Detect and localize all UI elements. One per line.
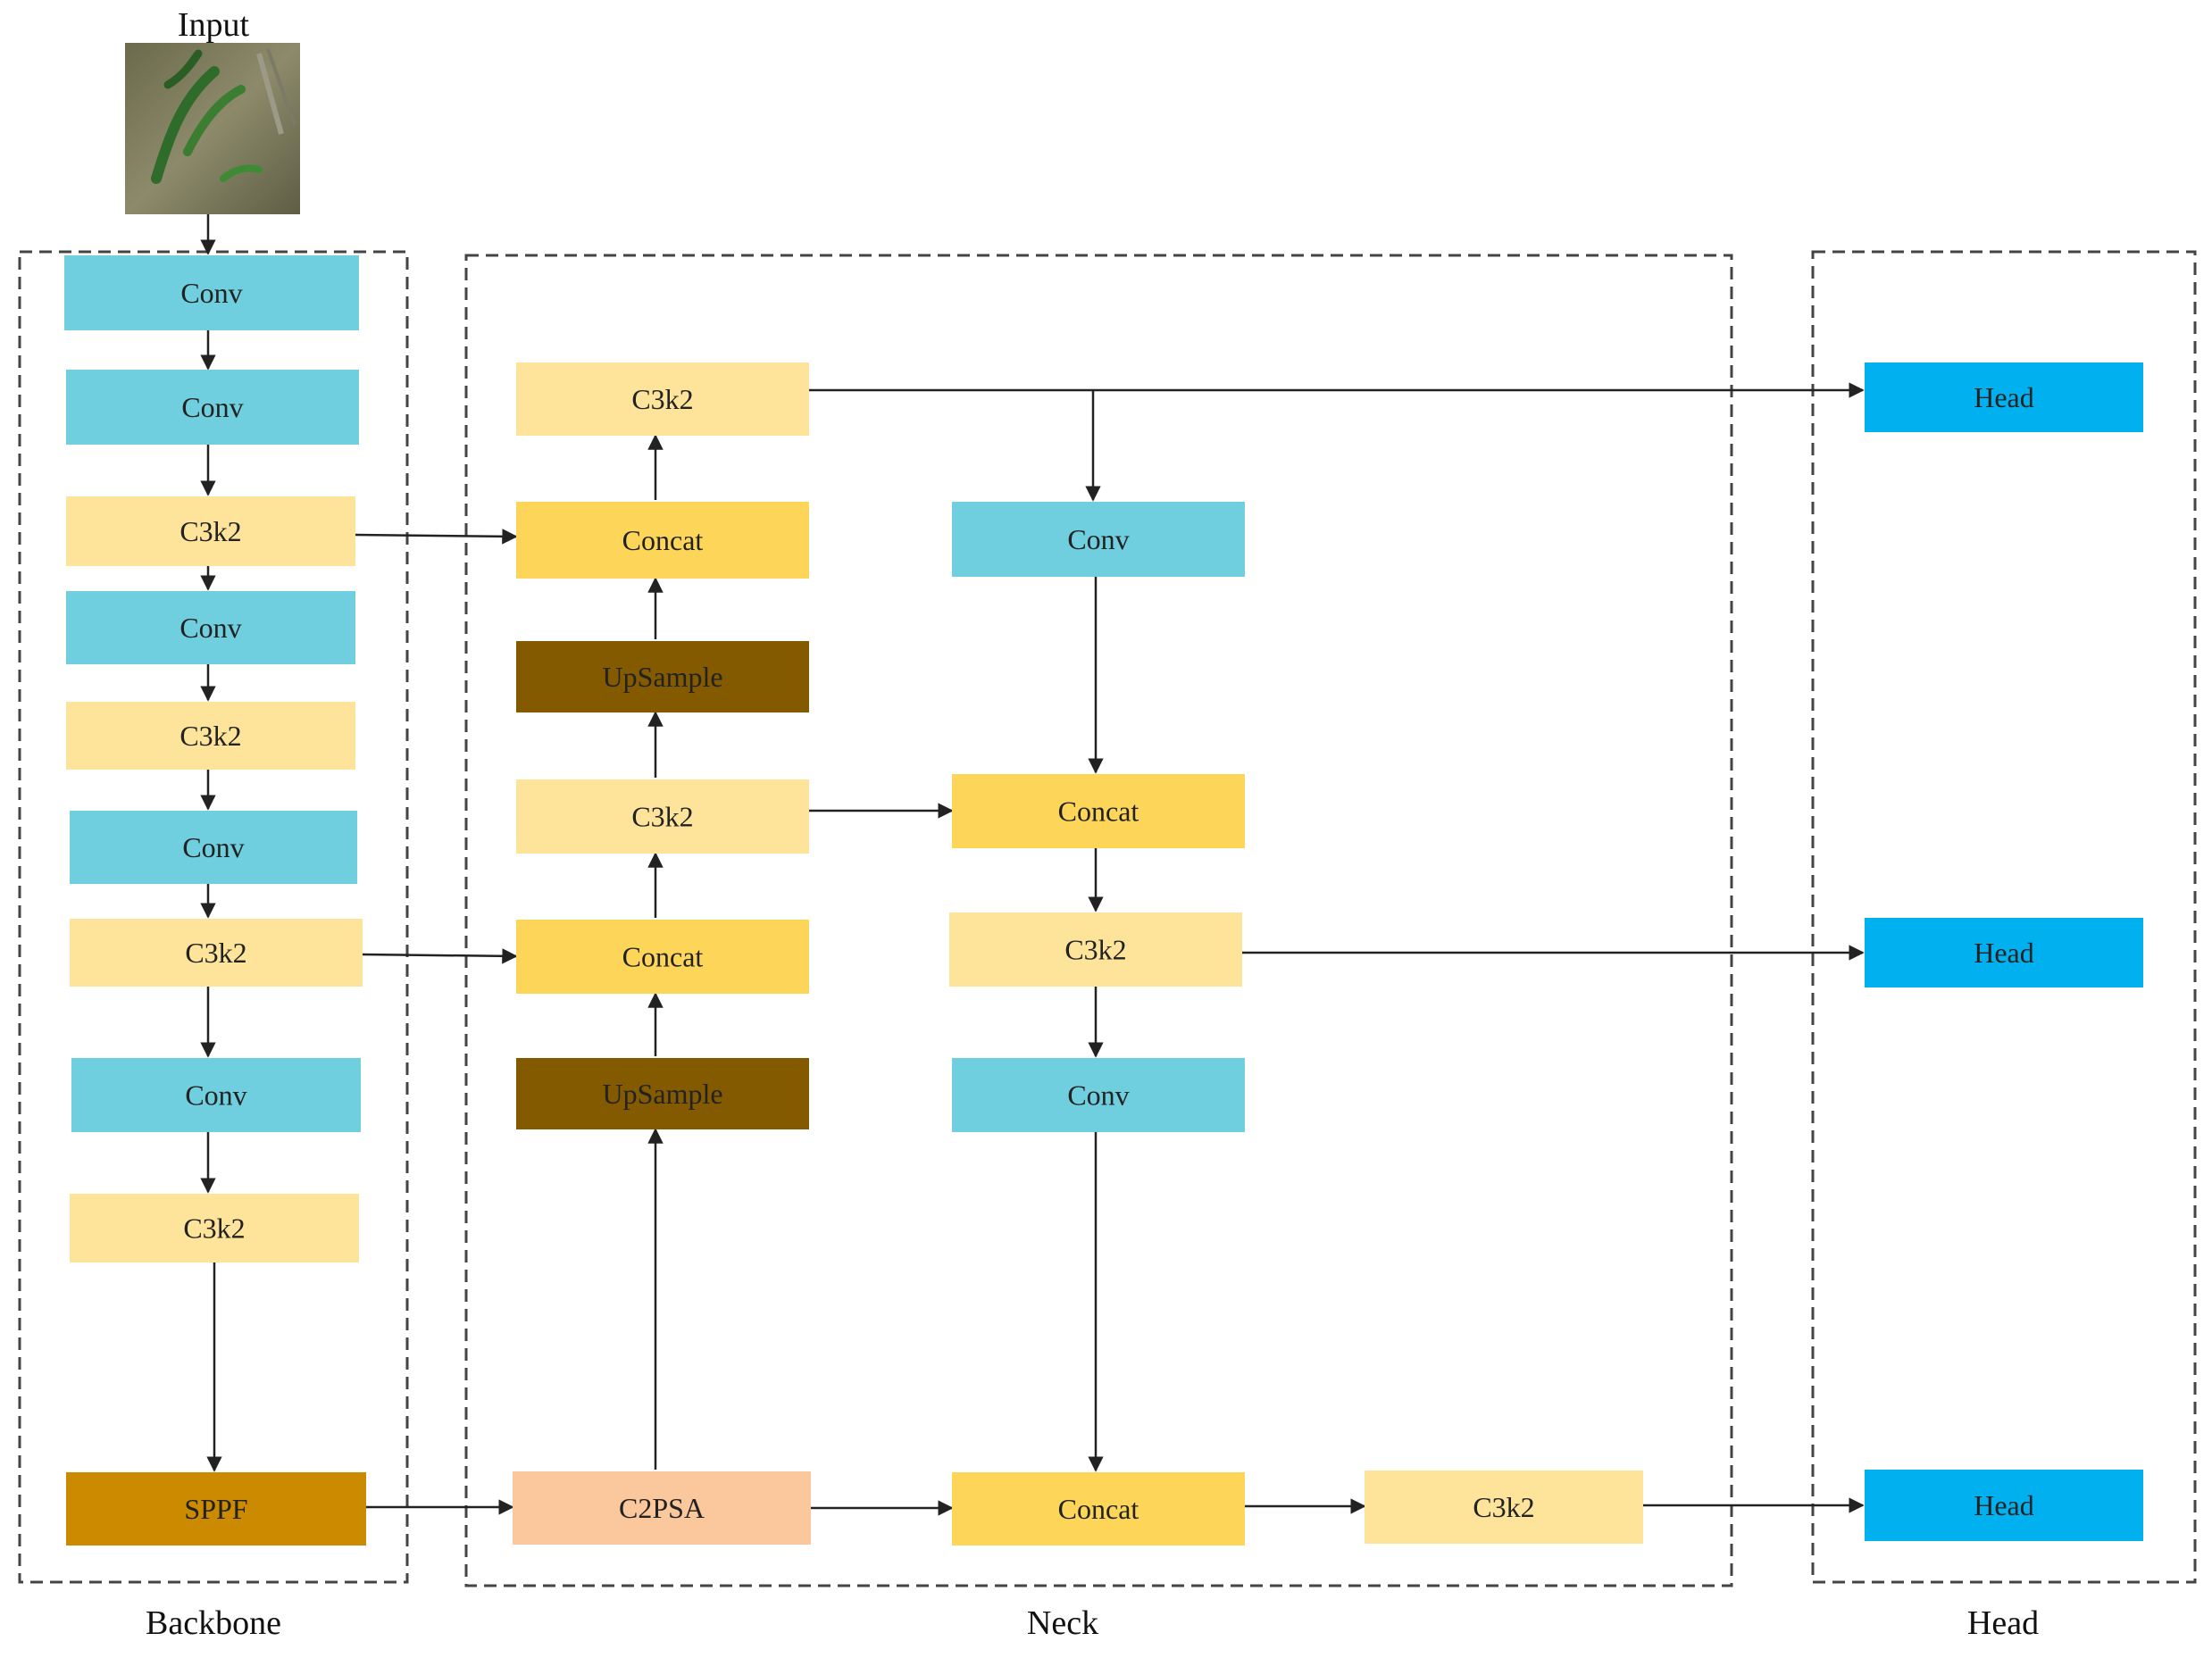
node-label: Conv — [185, 1079, 246, 1112]
node-n-upsample1: UpSample — [516, 641, 809, 712]
node-box — [949, 912, 1242, 987]
node-b-conv3: Conv — [66, 591, 355, 664]
node-box — [1865, 1470, 2143, 1541]
node-h3: Head — [1865, 1470, 2143, 1541]
node-box — [516, 641, 809, 712]
node-label: Conv — [182, 831, 244, 863]
node-box — [513, 1471, 811, 1545]
node-box — [70, 811, 357, 884]
backbone-label: Backbone — [146, 1604, 281, 1642]
node-box — [1365, 1471, 1643, 1544]
node-n-c3k2-top: C3k2 — [516, 362, 809, 436]
node-n-c3k2-mid: C3k2 — [516, 779, 809, 854]
node-box — [952, 1472, 1245, 1546]
node-label: C3k2 — [1473, 1491, 1534, 1523]
node-n-c3k2-r: C3k2 — [949, 912, 1242, 987]
node-box — [516, 502, 809, 579]
node-box — [952, 502, 1245, 577]
node-n-c2psa: C2PSA — [513, 1471, 811, 1545]
node-b-conv1: Conv — [64, 255, 359, 330]
node-label: SPPF — [184, 1493, 247, 1525]
neck-section — [464, 254, 1733, 1587]
node-label: C3k2 — [185, 937, 246, 969]
edge-b-c3k2-1-to-concat1 — [355, 529, 518, 545]
connectors — [200, 214, 1865, 1516]
node-n-concat2: Concat — [516, 920, 809, 994]
node-label: C3k2 — [183, 1212, 245, 1245]
node-label: Head — [1974, 381, 2034, 413]
node-box — [64, 255, 359, 330]
node-label: Concat — [622, 524, 704, 556]
node-box — [70, 919, 363, 987]
node-label: UpSample — [602, 1078, 722, 1110]
node-label: Conv — [179, 612, 241, 644]
node-box — [66, 370, 359, 445]
node-box — [71, 1058, 361, 1132]
node-box — [66, 702, 355, 770]
node-label: Conv — [181, 391, 243, 423]
neck-label: Neck — [1027, 1604, 1098, 1642]
node-b-c3k2-4: C3k2 — [70, 1194, 359, 1262]
node-label: Conv — [1067, 523, 1129, 555]
node-box — [1865, 918, 2143, 987]
input-label: Input — [178, 6, 250, 44]
node-box — [516, 920, 809, 994]
node-box — [952, 1058, 1245, 1132]
node-h1: Head — [1865, 362, 2143, 432]
edge-b-c3k2-3-to-concat2 — [362, 948, 518, 964]
node-n-c3k2-bottom: C3k2 — [1365, 1471, 1643, 1544]
node-n-conv-a: Conv — [952, 502, 1245, 577]
node-box — [516, 362, 809, 436]
node-label: C3k2 — [179, 515, 241, 547]
node-b-c3k2-2: C3k2 — [66, 702, 355, 770]
node-b-conv4: Conv — [70, 811, 357, 884]
node-label: C2PSA — [619, 1492, 705, 1524]
node-box — [952, 774, 1245, 848]
node-box — [516, 779, 809, 854]
node-b-sppf: SPPF — [66, 1472, 366, 1546]
backbone-section — [18, 250, 409, 1584]
node-n-concat3: Concat — [952, 774, 1245, 848]
node-box — [66, 496, 355, 566]
node-label: Head — [1974, 1489, 2034, 1521]
node-box — [516, 1058, 809, 1129]
node-b-conv5: Conv — [71, 1058, 361, 1132]
node-b-c3k2-1: C3k2 — [66, 496, 355, 566]
node-box — [1865, 362, 2143, 432]
node-box — [66, 1472, 366, 1546]
node-label: Conv — [1067, 1079, 1129, 1112]
input-image — [125, 43, 300, 214]
node-n-concat4: Concat — [952, 1472, 1245, 1546]
node-h2: Head — [1865, 918, 2143, 987]
node-label: Conv — [180, 277, 242, 309]
node-n-upsample2: UpSample — [516, 1058, 809, 1129]
node-box — [66, 591, 355, 664]
node-n-concat1: Concat — [516, 502, 809, 579]
node-n-conv-b: Conv — [952, 1058, 1245, 1132]
node-label: C3k2 — [179, 720, 241, 752]
node-label: UpSample — [602, 661, 722, 693]
head-section — [1811, 250, 2197, 1584]
node-label: Concat — [1058, 796, 1139, 828]
node-label: C3k2 — [1064, 934, 1126, 966]
node-box — [70, 1194, 359, 1262]
node-label: Concat — [1058, 1493, 1139, 1525]
node-b-c3k2-3: C3k2 — [70, 919, 363, 987]
node-label: C3k2 — [631, 801, 693, 833]
node-label: Concat — [622, 941, 704, 973]
node-b-conv2: Conv — [66, 370, 359, 445]
node-label: C3k2 — [631, 383, 693, 415]
head-label: Head — [1967, 1604, 2039, 1642]
node-label: Head — [1974, 937, 2034, 969]
